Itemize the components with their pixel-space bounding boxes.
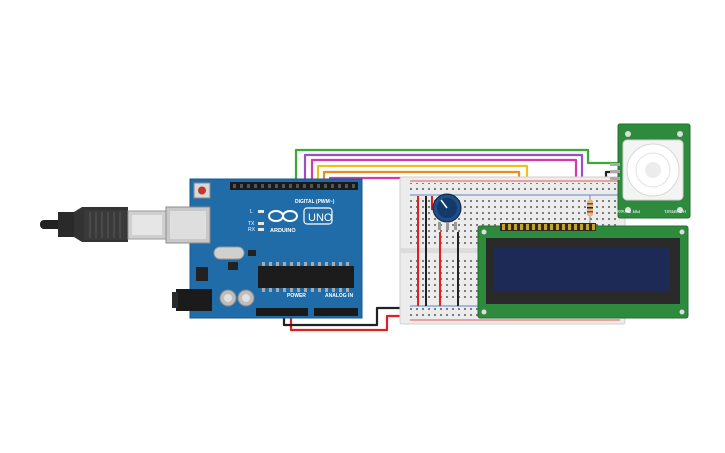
resistor-icon[interactable] bbox=[587, 195, 593, 226]
tx-label: TX bbox=[248, 221, 255, 227]
pir-sensor[interactable]: PIR Sensor HC-SR501 bbox=[610, 123, 691, 219]
wire-black-ground[interactable] bbox=[282, 306, 410, 327]
lcd-16x2[interactable] bbox=[477, 223, 689, 319]
power-header[interactable] bbox=[256, 308, 308, 316]
analog-header[interactable] bbox=[314, 308, 358, 316]
power-jack bbox=[176, 289, 212, 311]
pir-title-label: PIR Sensor bbox=[616, 209, 640, 214]
digital-header[interactable] bbox=[230, 182, 358, 190]
rx-label: RX bbox=[248, 227, 256, 233]
potentiometer-icon[interactable] bbox=[432, 193, 462, 230]
arduino-uno-board[interactable]: L TX RX ARDUINO UNO DIGITAL (PWM~) POWER… bbox=[165, 178, 363, 319]
digital-pwm-label: DIGITAL (PWM~) bbox=[295, 199, 335, 205]
analog-in-label: ANALOG IN bbox=[325, 293, 353, 299]
pir-model-label: HC-SR501 bbox=[664, 209, 686, 214]
arduino-brand-label: ARDUINO bbox=[270, 228, 296, 234]
l-led-label: L bbox=[250, 209, 253, 215]
power-label: POWER bbox=[287, 293, 306, 299]
usb-cable-icon[interactable] bbox=[40, 207, 167, 242]
wire-green[interactable] bbox=[294, 148, 618, 185]
arduino-logo bbox=[268, 210, 298, 222]
arduino-model-label: UNO bbox=[308, 212, 333, 224]
atmega-chip bbox=[258, 266, 354, 288]
lcd-pin-header bbox=[500, 223, 596, 231]
